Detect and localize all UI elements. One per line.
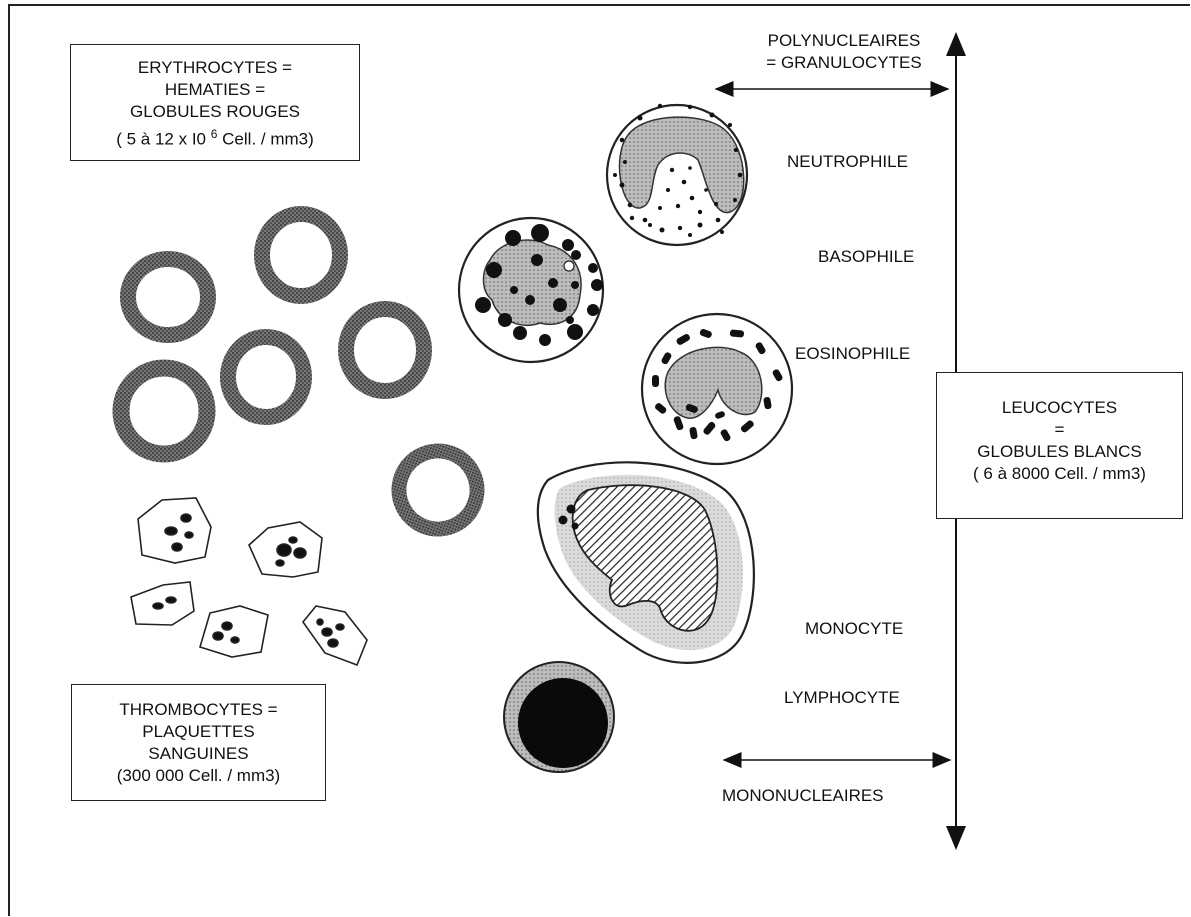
thrombo-line-4: (300 000 Cell. / mm3) [116,766,281,785]
erythrocyte [220,329,312,425]
erythrocytes [112,206,485,537]
eosinophile-label: EOSINOPHILE [795,344,911,363]
mononucleaires-label: MONONUCLEAIRES [722,786,884,805]
monocyte-label: MONOCYTE [805,619,904,638]
thrombo-line-1: THROMBOCYTES = [119,700,278,719]
leucocytes-box: LEUCOCYTES = GLOBULES BLANCS ( 6 à 8000 … [936,372,1183,519]
lymphocyte-label: LYMPHOCYTE [784,688,900,707]
basophile-label: BASOPHILE [818,247,915,266]
basophile-cell [457,216,605,364]
leuco-line-1: LEUCOCYTES [1001,398,1118,417]
leuco-line-4: ( 6 à 8000 Cell. / mm3) [973,464,1146,483]
platelet [301,605,368,667]
figure-frame [8,4,1190,916]
thrombocytes [130,497,368,667]
leuco-line-2: = [1054,420,1065,439]
thrombo-line-3: SANGUINES [148,744,249,763]
thrombocytes-box: THROMBOCYTES = PLAQUETTES SANGUINES (300… [71,684,326,801]
erythrocyte [391,443,485,537]
erythro-count: ( 5 à 12 x I0 6 Cell. / mm3) [116,127,314,149]
thrombo-line-2: PLAQUETTES [142,722,255,741]
erythrocyte [112,359,216,463]
erythrocyte [254,206,348,304]
neutrophile-label: NEUTROPHILE [787,152,908,171]
platelet [199,605,269,658]
polynucleaires-label: POLYNUCLEAIRES = GRANULOCYTES [766,31,922,72]
erythro-line-1: ERYTHROCYTES = [137,58,293,77]
erythrocyte [338,301,432,399]
platelet [130,581,195,626]
monocyte-cell [536,461,755,664]
eosinophile-cell [640,312,794,466]
erythrocyte [120,251,216,343]
erythrocytes-box: ERYTHROCYTES = HEMATIES = GLOBULES ROUGE… [70,44,360,161]
erythro-line-3: GLOBULES ROUGES [129,102,301,121]
leuco-line-3: GLOBULES BLANCS [977,442,1142,461]
neutrophile-cell [605,103,749,247]
lymphocyte-cell [503,661,615,773]
erythro-line-2: HEMATIES = [164,80,266,99]
